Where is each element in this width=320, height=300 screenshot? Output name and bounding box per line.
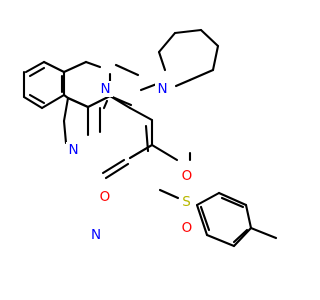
molecule-structure: N N N O N S O O [22,28,278,248]
bond-45 [232,226,253,248]
bond-40 [158,188,180,200]
bond-38 [101,158,126,175]
atom-bg [179,167,195,184]
bond-23 [157,50,167,72]
bond-28 [188,68,215,82]
bond-8 [28,93,46,105]
bond-12 [86,94,112,109]
bond-42 [195,191,221,207]
atom-bg [155,81,170,97]
bond-32 [128,106,154,122]
atom-bg [97,188,113,205]
bond-25 [173,28,203,35]
atom-label-layer: N N N O N S O O [66,81,195,243]
bond-48 [220,196,245,209]
bond-24 [157,31,177,54]
bond-31 [108,94,132,110]
bond-4 [22,95,44,110]
bond-layer [22,28,278,248]
bond-3 [40,93,66,110]
bond-43 [217,191,248,207]
bond-15 [66,96,90,109]
atom-s-sulfonyl: S [182,194,191,210]
atom-bg [98,81,113,97]
bond-39 [150,143,179,162]
atom-o-sulfonyl-bottom: O [182,220,193,236]
atom-bg [179,193,194,210]
bond-46 [205,233,236,248]
bond-19 [62,96,70,123]
bond-27 [211,44,220,72]
atom-n-pyrido-bottom: N [68,142,78,158]
bond-49 [232,228,249,244]
bond-18 [62,119,68,145]
atom-bg [179,219,195,236]
bond-6 [28,66,46,78]
bond-10 [84,60,102,69]
atom-bg [88,227,104,243]
atom-o-sulfonyl-top: O [182,168,193,184]
bond-44 [244,203,253,230]
bond-47 [195,203,209,237]
bond-1 [42,60,66,74]
bond-29 [174,78,192,88]
atom-n-nitrile: N [91,227,101,243]
bond-0 [24,60,46,74]
bond-17 [102,99,109,110]
bond-26 [199,28,220,48]
bond-50 [199,205,211,232]
atom-bg [66,142,81,158]
atom-n-piperidine: N [157,81,167,97]
bond-9 [62,60,88,74]
bond-51 [249,226,278,240]
bond-22 [114,63,140,77]
atom-n-pyrido-top: N [100,81,110,97]
bond-37 [104,162,130,180]
atom-o-carbonyl: O [100,189,111,205]
bond-36 [128,143,154,160]
